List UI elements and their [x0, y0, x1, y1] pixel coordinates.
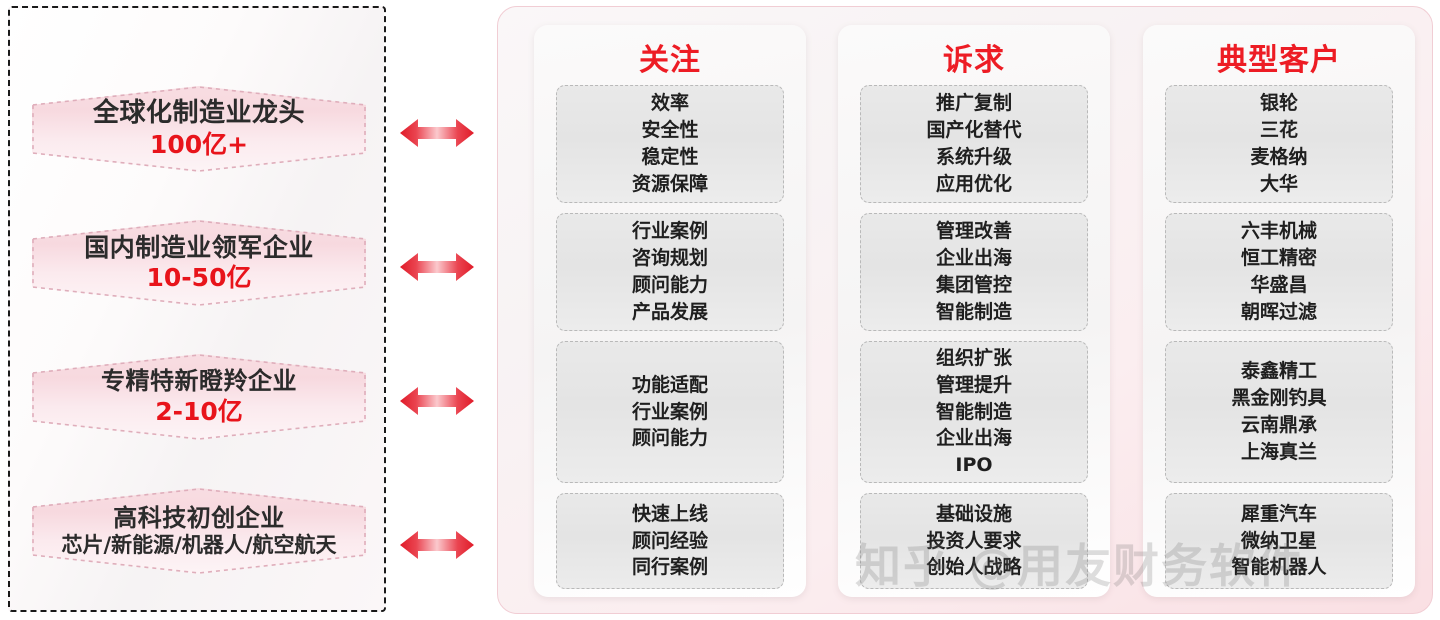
matrix-cell[interactable]: 六丰机械恒工精密华盛昌朝晖过滤: [1165, 213, 1393, 331]
matrix-cell-item: 快速上线: [631, 502, 708, 525]
matrix-cell-item: 稳定性: [641, 146, 699, 168]
matrix-cell-item: 顾问能力: [631, 427, 708, 450]
matrix-cell-item: 创始人战略: [926, 556, 1022, 579]
matrix-cell-item: 智能制造: [935, 400, 1012, 423]
matrix-cell-item: 企业出海: [935, 247, 1012, 270]
matrix-cell[interactable]: 管理改善企业出海集团管控智能制造: [860, 213, 1088, 331]
matrix-cell-item: 组织扩张: [935, 346, 1012, 369]
matrix-cell-item: 智能机器人: [1231, 556, 1327, 579]
matrix-cell-item: 企业出海: [935, 427, 1012, 450]
column-title: 典型客户: [1217, 43, 1341, 78]
matrix-cell-item: 朝晖过滤: [1240, 300, 1317, 323]
double-arrow-icon: [398, 525, 476, 565]
tier-name: 全球化制造业龙头: [92, 98, 305, 129]
matrix-cell-item: 系统升级: [935, 146, 1012, 168]
double-arrow-icon: [398, 247, 476, 287]
matrix-column-1: 关注效率安全性稳定性资源保障行业案例咨询规划顾问能力产品发展功能适配行业案例顾问…: [534, 25, 806, 597]
tier-scale: 10-50亿: [146, 263, 252, 293]
matrix-cell-item: 顾问能力: [631, 274, 708, 296]
matrix-cell-item: 大华: [1259, 172, 1298, 195]
matrix-cell[interactable]: 基础设施投资人要求创始人战略: [860, 493, 1088, 589]
matrix-cell-item: 应用优化: [935, 172, 1012, 195]
matrix-cell-item: 华盛昌: [1250, 274, 1308, 296]
matrix-cell-item: 功能适配: [631, 373, 708, 396]
matrix-cell-item: 效率: [650, 92, 689, 115]
tier-name: 国内制造业领军企业: [84, 232, 314, 262]
matrix-cell-item: 推广复制: [935, 92, 1012, 115]
tier-scale: 2-10亿: [155, 396, 243, 426]
tier-hexagon-fill: [32, 488, 366, 574]
matrix-cell-item: 同行案例: [631, 556, 708, 579]
matrix-cell-item: 管理改善: [935, 220, 1012, 243]
matrix-cell-item: 集团管控: [935, 274, 1012, 296]
matrix-cell[interactable]: 推广复制国产化替代系统升级应用优化: [860, 85, 1088, 203]
matrix-cell-item: 六丰机械: [1240, 220, 1317, 243]
matrix-cell[interactable]: 组织扩张管理提升智能制造企业出海 IPO: [860, 341, 1088, 483]
tier-hexagon-fill: [32, 86, 366, 172]
matrix-cell[interactable]: 犀重汽车微纳卫星智能机器人: [1165, 493, 1393, 589]
tier-band-4[interactable]: 高科技初创企业芯片/新能源/机器人/航空航天: [32, 488, 366, 574]
tier-hexagon: 高科技初创企业芯片/新能源/机器人/航空航天: [32, 488, 366, 574]
matrix-cell-item: 上海真兰: [1240, 440, 1317, 463]
matrix-column-3: 典型客户银轮三花麦格纳大华六丰机械恒工精密华盛昌朝晖过滤泰鑫精工黑金刚钓具云南鼎…: [1143, 25, 1415, 597]
matrix-cell-item: 资源保障: [631, 172, 708, 195]
matrix-cell[interactable]: 效率安全性稳定性资源保障: [556, 85, 784, 203]
double-arrow-icon: [398, 381, 476, 421]
matrix-cell-item: 产品发展: [631, 300, 708, 323]
matrix-cell-item: 行业案例: [631, 220, 708, 243]
matrix-cell-item: 国产化替代: [926, 119, 1022, 142]
tier-hexagon-fill: [32, 354, 366, 440]
matrix-cell-item: 泰鑫精工: [1240, 360, 1317, 383]
matrix-cell-item: 投资人要求: [926, 529, 1022, 552]
matrix-cell[interactable]: 快速上线顾问经验同行案例: [556, 493, 784, 589]
tier-name: 高科技初创企业: [113, 503, 285, 532]
matrix-cell[interactable]: 泰鑫精工黑金刚钓具云南鼎承上海真兰: [1165, 341, 1393, 483]
matrix-cell[interactable]: 行业案例咨询规划顾问能力产品发展: [556, 213, 784, 331]
matrix-cell-item: 基础设施: [935, 502, 1012, 525]
matrix-cell[interactable]: 功能适配行业案例顾问能力: [556, 341, 784, 483]
matrix-cell-item: 安全性: [641, 119, 699, 142]
matrix-column-2: 诉求推广复制国产化替代系统升级应用优化管理改善企业出海集团管控智能制造组织扩张管…: [838, 25, 1110, 597]
matrix-cell-item: 行业案例: [631, 400, 708, 423]
matrix-cell-item: 银轮: [1259, 92, 1298, 115]
tier-scale: 芯片/新能源/机器人/航空航天: [61, 533, 337, 558]
needs-matrix-panel: 关注效率安全性稳定性资源保障行业案例咨询规划顾问能力产品发展功能适配行业案例顾问…: [497, 6, 1433, 614]
matrix-cell-item: 恒工精密: [1240, 247, 1317, 270]
tier-scale: 100亿+: [149, 129, 249, 159]
tier-name: 专精特新瞪羚企业: [101, 367, 297, 396]
double-arrow-icon: [398, 113, 476, 153]
matrix-cell-item: 黑金刚钓具: [1231, 387, 1327, 410]
matrix-cell-item: 顾问经验: [631, 529, 708, 552]
matrix-cell[interactable]: 银轮三花麦格纳大华: [1165, 85, 1393, 203]
matrix-cell-item: 麦格纳: [1250, 146, 1308, 168]
tier-hexagon-fill: [32, 220, 366, 306]
matrix-cell-item: 微纳卫星: [1240, 529, 1317, 552]
matrix-cell-item: 管理提升: [935, 373, 1012, 396]
matrix-cell-item: 三花: [1259, 119, 1298, 142]
matrix-cell-item: 咨询规划: [631, 247, 708, 270]
matrix-cell-item: 智能制造: [935, 300, 1012, 323]
matrix-cell-item: IPO: [955, 454, 993, 477]
matrix-cell-item: 云南鼎承: [1240, 414, 1317, 436]
matrix-cell-item: 犀重汽车: [1240, 502, 1317, 525]
column-title: 诉求: [943, 43, 1005, 78]
column-title: 关注: [639, 43, 701, 78]
